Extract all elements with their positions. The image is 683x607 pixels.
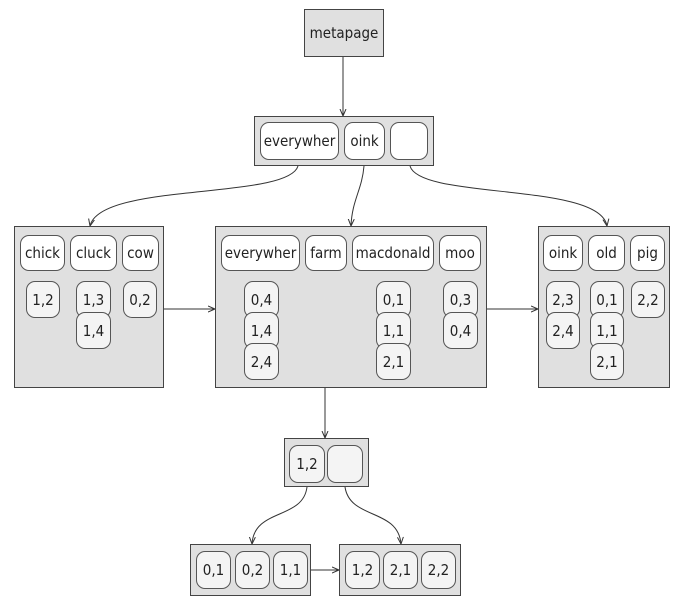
posting-value: 2,1: [383, 551, 418, 589]
leaf-key: everywher: [221, 235, 300, 271]
posting-value: 0,4: [244, 281, 279, 318]
leaf-key: macdonald: [352, 235, 434, 271]
posting-value: 1,2: [345, 551, 380, 589]
posting-value: 2,2: [421, 551, 456, 589]
posting-value: 1,4: [76, 312, 111, 349]
leaf-key: moo: [439, 235, 481, 271]
posting-value: 0,2: [235, 551, 270, 589]
edge-root-to-middle-leaf: [351, 165, 365, 226]
leaf-key: old: [588, 235, 625, 271]
posting-value: 0,1: [590, 281, 624, 318]
posting-value: 0,3: [443, 281, 478, 318]
edge-postings-root-to-right-leaf: [344, 486, 401, 544]
posting-value: 1,1: [273, 551, 308, 589]
posting-value: 2,4: [546, 312, 580, 349]
posting-value: 2,2: [631, 281, 665, 318]
posting-value: 2,3: [546, 281, 580, 318]
posting-value: 1,3: [76, 281, 111, 318]
posting-value: 0,4: [443, 312, 478, 349]
posting-value: 2,1: [590, 343, 624, 380]
leaf-key: chick: [20, 235, 65, 271]
metapage-node: metapage: [304, 9, 384, 57]
edge-postings-root-to-left-leaf: [252, 486, 308, 544]
posting-value: 2,1: [376, 343, 411, 380]
postings-root-key: 1,2: [289, 445, 325, 483]
postings-root-key-empty: [327, 445, 363, 483]
leaf-key: cluck: [70, 235, 117, 271]
posting-value: 0,1: [196, 551, 231, 589]
edge-root-to-right-leaf: [409, 165, 607, 226]
leaf-key: cow: [122, 235, 159, 271]
leaf-key: farm: [305, 235, 347, 271]
root-key: everywher: [260, 122, 339, 160]
root-key-empty: [390, 122, 428, 160]
posting-value: 2,4: [244, 343, 279, 380]
root-key: oink: [344, 122, 385, 160]
posting-value: 0,2: [123, 281, 157, 318]
leaf-key: pig: [630, 235, 665, 271]
posting-value: 1,1: [376, 312, 411, 349]
posting-value: 1,2: [26, 281, 60, 318]
leaf-key: oink: [543, 235, 583, 271]
edge-root-to-left-leaf: [90, 165, 299, 226]
